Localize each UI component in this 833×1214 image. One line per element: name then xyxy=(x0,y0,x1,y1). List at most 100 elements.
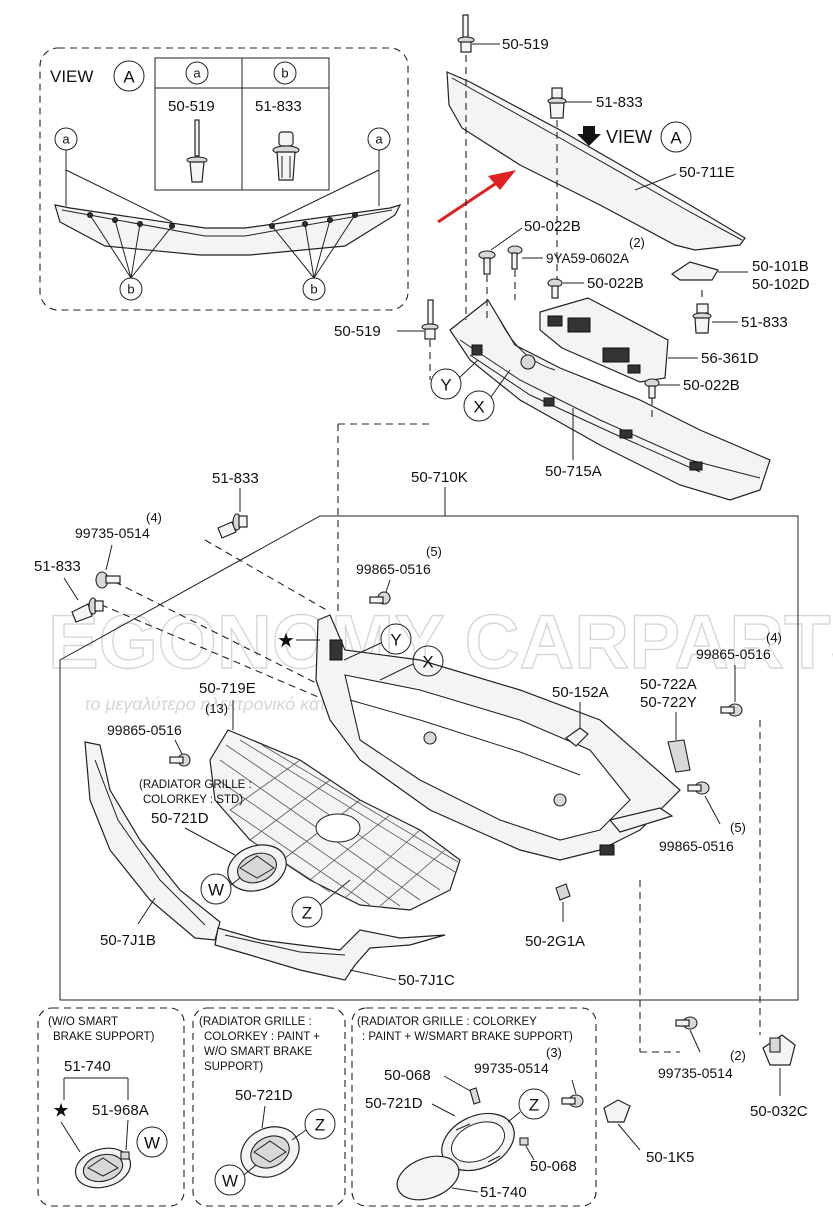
callout-a-right: a xyxy=(375,132,383,147)
label-99735-0514-b: 99735-0514 xyxy=(474,1060,549,1076)
qty-13: (13) xyxy=(205,701,228,716)
label-50-721D-main: 50-721D xyxy=(151,810,209,827)
label-50-101B: 50-101B xyxy=(752,258,809,275)
label-50-721D-box3: 50-721D xyxy=(365,1095,423,1112)
label-50-719E: 50-719E xyxy=(199,680,256,697)
label-99735-0514-c: 99735-0514 xyxy=(658,1065,733,1081)
view-arrow-icon xyxy=(577,126,601,146)
qty-4-b: (4) xyxy=(766,630,782,645)
qty-3: (3) xyxy=(546,1045,562,1060)
screw-99735-a xyxy=(95,571,121,589)
view-a-circle xyxy=(113,60,145,92)
callout-Y-upper: Y xyxy=(440,376,451,395)
clip-50-152A xyxy=(565,727,589,747)
label-50-022B-1: 50-022B xyxy=(524,218,581,235)
box3-border xyxy=(351,1007,597,1207)
callout-Z-main: Z xyxy=(302,904,312,923)
upper-bracket-group: 50-022B (2) 9YA59-0602A 50-022B 50-101B … xyxy=(334,55,810,501)
emblem-51-740-a xyxy=(74,1147,132,1189)
callout-W-box2: W xyxy=(222,1172,238,1191)
table-part-a: 50-519 xyxy=(168,98,215,115)
variant-box-2: (RADIATOR GRILLE : COLORKEY : PAINT + W/… xyxy=(192,1007,346,1207)
label-50-1K5: 50-1K5 xyxy=(646,1149,694,1166)
clip-50-068-b xyxy=(519,1137,529,1146)
label-50-7J1B: 50-7J1B xyxy=(100,932,156,949)
label-99865-0516-c: 99865-0516 xyxy=(107,722,182,738)
bolt-99865-c xyxy=(169,753,191,767)
table-part-b: 51-833 xyxy=(255,98,302,115)
view-a-panel: VIEW A a b 50-519 51-833 a a xyxy=(39,47,409,311)
label-50-721D-box2: 50-721D xyxy=(235,1087,293,1104)
callout-W-main: W xyxy=(208,881,224,900)
qty-2-a: (2) xyxy=(629,235,645,250)
callout-W-box1: W xyxy=(144,1134,160,1153)
variant-box-1: (W/O SMART BRAKE SUPPORT) 51-740 ★ 51-96… xyxy=(37,1007,185,1207)
label-50-152A: 50-152A xyxy=(552,684,609,701)
qty-2-b: (2) xyxy=(730,1048,746,1063)
shroud-50-715A xyxy=(449,299,771,501)
screw-99735-b xyxy=(561,1094,584,1108)
box2-note-1: (RADIATOR GRILLE : xyxy=(199,1016,312,1028)
label-50-102D: 50-102D xyxy=(752,276,810,293)
label-50-519-top: 50-519 xyxy=(502,36,549,53)
label-50-710K: 50-710K xyxy=(411,469,468,486)
callout-X-upper: X xyxy=(473,398,484,417)
callout-Z-box2: Z xyxy=(315,1116,325,1135)
star-marker-main: ★ xyxy=(277,630,295,652)
emblem-51-740-b xyxy=(396,1155,460,1201)
label-50-2G1A: 50-2G1A xyxy=(525,933,585,950)
box1-border xyxy=(37,1007,185,1207)
label-50-519-mid: 50-519 xyxy=(334,323,381,340)
push-clip-left-2 xyxy=(71,597,104,623)
bolt-99865-b xyxy=(720,703,743,717)
clip-50-2G1A xyxy=(555,883,571,901)
view-a-letter: A xyxy=(123,68,135,87)
callout-b-right: b xyxy=(310,282,317,297)
bottom-right-parts: (2) 99735-0514 50-032C 50-1K5 xyxy=(603,1016,808,1166)
label-9YA59-0602A: 9YA59-0602A xyxy=(546,251,629,266)
label-99735-0514-a: 99735-0514 xyxy=(75,525,150,541)
push-clip-icon xyxy=(272,131,300,181)
label-50-068-a: 50-068 xyxy=(384,1067,431,1084)
view-arrow-label: VIEW xyxy=(606,127,652,147)
label-99865-0516-d: 99865-0516 xyxy=(659,838,734,854)
label-51-968A: 51-968A xyxy=(92,1102,149,1119)
grille-assembly-group: 50-710K 51-833 (4) 99735-0514 51-833 xyxy=(34,423,799,1053)
variant-box-3: (RADIATOR GRILLE : COLORKEY : PAINT + W/… xyxy=(351,1007,597,1207)
label-99865-0516-a: 99865-0516 xyxy=(356,561,431,577)
bolt-50-022B-3 xyxy=(644,378,660,399)
callout-Z-box3: Z xyxy=(529,1096,539,1115)
push-clip-left-1 xyxy=(217,513,248,539)
pin-clip-top xyxy=(457,14,475,53)
emblem-base-main xyxy=(227,844,287,892)
clip-50-1K5 xyxy=(603,1099,631,1123)
table-col-b: b xyxy=(281,66,288,81)
qty-4-a: (4) xyxy=(146,510,162,525)
view-arrow-letter: A xyxy=(670,129,682,148)
box3-note-1: (RADIATOR GRILLE : COLORKEY xyxy=(357,1016,537,1028)
label-50-022B-2: 50-022B xyxy=(587,275,644,292)
label-56-361D: 56-361D xyxy=(701,350,759,367)
bolt-50-022B-1 xyxy=(478,250,496,275)
label-50-722A: 50-722A xyxy=(640,676,697,693)
note-grille-std-1: (RADIATOR GRILLE : xyxy=(139,779,252,791)
pin-clip-icon xyxy=(186,119,208,183)
callout-a-left: a xyxy=(62,132,70,147)
screw-99735-c xyxy=(675,1016,698,1030)
upper-cover-group: 50-519 51-833 VIEW A 50-711E xyxy=(437,14,746,251)
callout-Y-lower: Y xyxy=(390,631,401,650)
red-arrow-icon xyxy=(437,170,516,224)
label-99865-0516-b: 99865-0516 xyxy=(696,646,771,662)
bolt-99865-d xyxy=(687,781,710,795)
label-50-722Y: 50-722Y xyxy=(640,694,697,711)
emblem-base-box2 xyxy=(240,1126,300,1178)
box1-note-1: (W/O SMART xyxy=(48,1016,118,1028)
label-51-833-top: 51-833 xyxy=(596,94,643,111)
callout-b-left: b xyxy=(127,282,134,297)
box2-note-4: SUPPORT) xyxy=(204,1061,263,1073)
label-50-7J1C: 50-7J1C xyxy=(398,972,455,989)
view-a-border xyxy=(39,47,409,311)
label-51-833-left-2: 51-833 xyxy=(34,558,81,575)
bolt-50-022B-2 xyxy=(547,278,563,299)
